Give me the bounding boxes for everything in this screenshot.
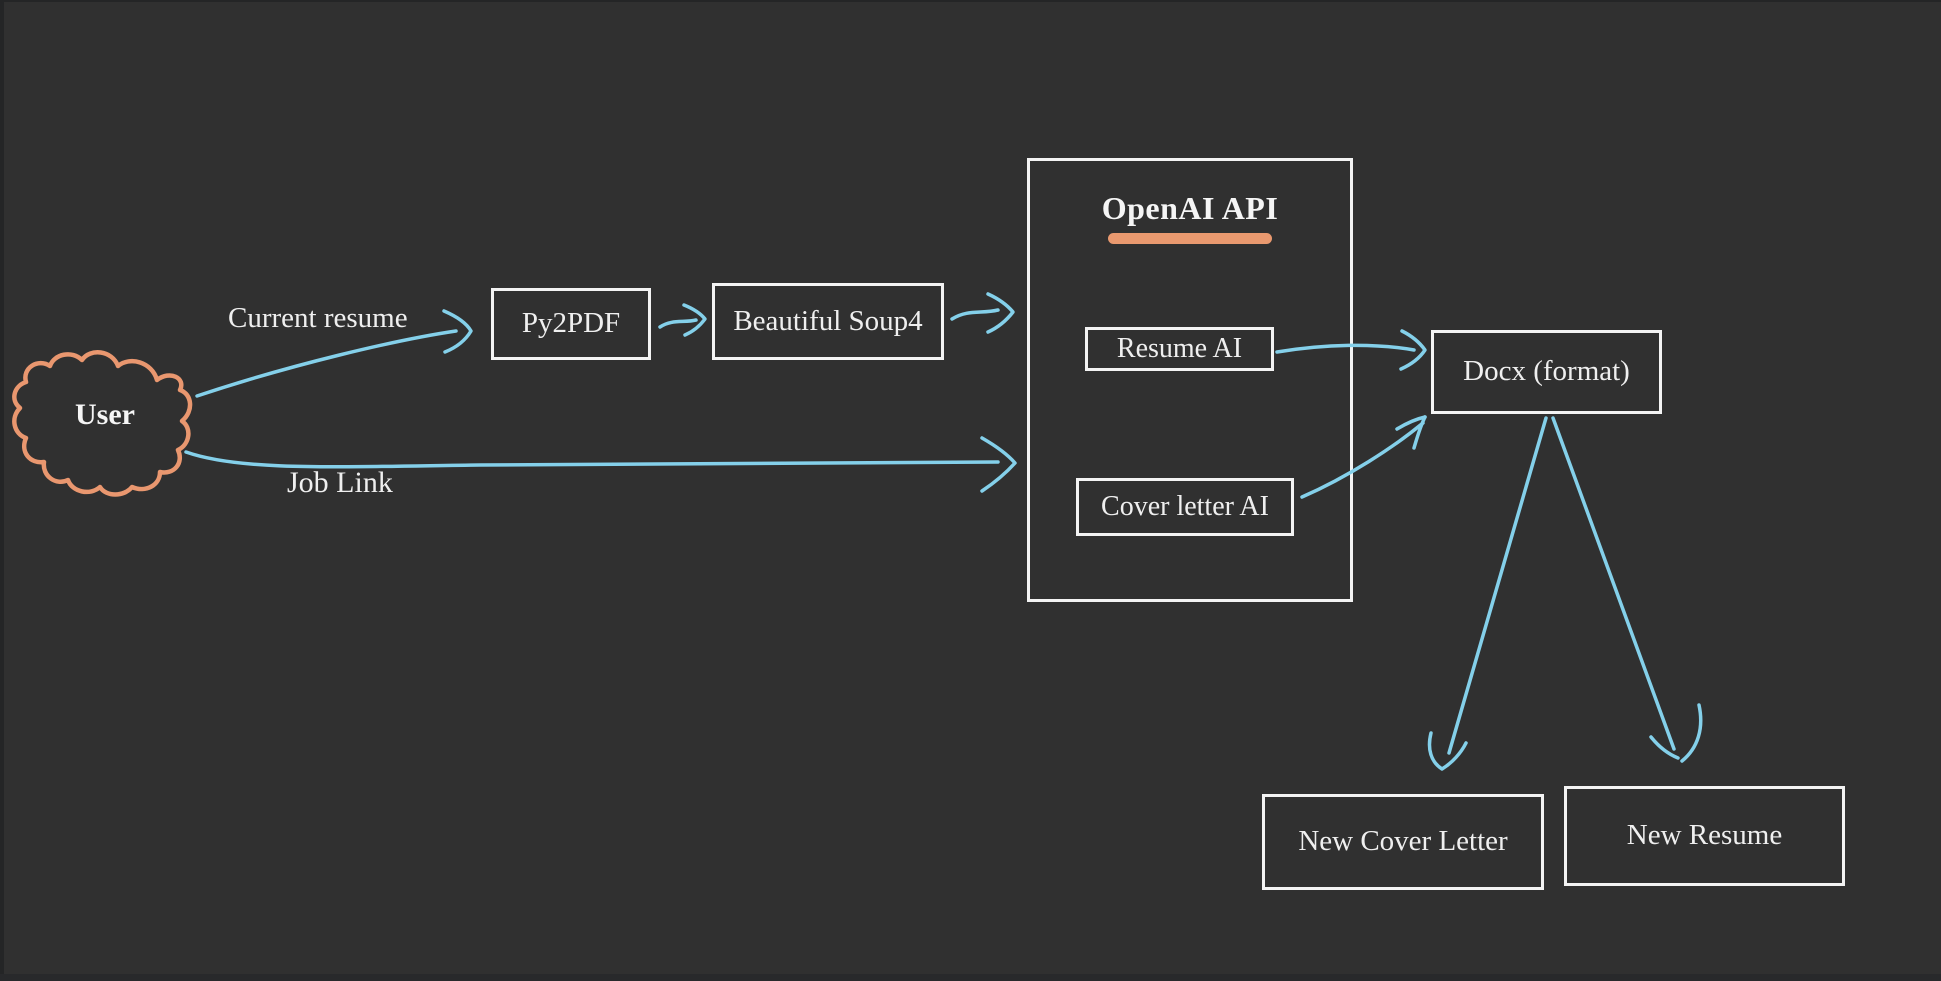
user-cloud-label[interactable]: User [75,398,135,431]
node-label: Cover letter AI [1101,490,1269,522]
arrow-docx-to-new-cover-letter[interactable] [1427,416,1548,771]
node-label: Docx (format) [1463,355,1630,388]
node-cover-letter-ai[interactable]: Cover letter AI [1076,478,1294,536]
node-resume-ai[interactable]: Resume AI [1085,327,1274,371]
node-label: New Resume [1626,819,1783,852]
node-label: Py2PDF [521,307,621,340]
node-label: New Cover Letter [1298,825,1508,858]
node-openai-api-container[interactable]: OpenAI API Resume AI Cover letter AI [1027,158,1353,602]
node-beautiful-soup4[interactable]: Beautiful Soup4 [712,283,944,360]
node-docx-format[interactable]: Docx (format) [1431,330,1662,414]
node-new-resume[interactable]: New Resume [1564,786,1845,886]
canvas-bottom-edge [0,974,1941,981]
edge-label-job-link[interactable]: Job Link [287,466,393,499]
arrow-docx-to-new-resume[interactable] [1551,416,1703,763]
openai-api-title: OpenAI API [1101,190,1279,226]
node-new-cover-letter[interactable]: New Cover Letter [1262,794,1544,890]
title-underline-bar[interactable] [1108,233,1272,245]
arrow-py2pdf-to-soup4[interactable] [658,303,707,337]
node-py2pdf[interactable]: Py2PDF [491,288,651,360]
edge-label-current-resume[interactable]: Current resume [228,302,408,334]
node-label: Beautiful Soup4 [733,304,923,337]
openai-api-header: OpenAI API [1030,190,1350,245]
canvas-left-edge [0,0,4,981]
canvas-top-edge [0,0,1941,2]
arrow-soup4-to-openai[interactable] [950,292,1015,334]
node-label: Resume AI [1116,332,1243,364]
